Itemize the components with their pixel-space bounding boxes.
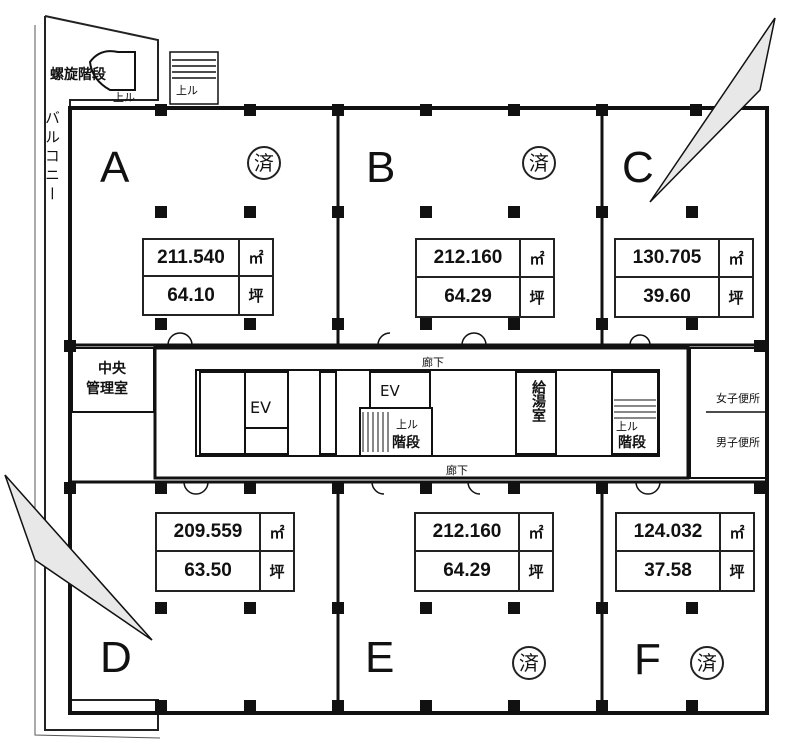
unit-c-area-tsubo: 39.60 — [616, 278, 720, 316]
unit-f-contracted-mark: 済 — [690, 646, 724, 680]
unit-e-area-tsubo: 64.29 — [416, 552, 520, 590]
door-swings — [167, 332, 661, 495]
unit-e-contracted-mark: 済 — [512, 646, 546, 680]
unit-b-m2-unit: ㎡ — [521, 240, 553, 278]
unit-d-m2-unit: ㎡ — [261, 514, 293, 552]
unit-e-m2-unit: ㎡ — [520, 514, 552, 552]
balcony-label: バルコニー — [43, 110, 61, 205]
unit-b-tsubo-unit: 坪 — [529, 288, 545, 307]
unit-e-letter: E — [365, 633, 395, 682]
building-outer-wall — [68, 106, 769, 715]
unit-c-letter: C — [622, 143, 654, 192]
unit-c-tsubo-unit: 坪 — [728, 288, 744, 307]
unit-f-letter: F — [634, 635, 661, 684]
unit-b-area-box: 212.160 ㎡ 64.29 坪 — [415, 238, 555, 318]
balcony-inner-line — [34, 25, 161, 739]
unit-f-area-tsubo: 37.58 — [617, 552, 721, 590]
unit-d-area-tsubo: 63.50 — [157, 552, 261, 590]
unit-b-contracted-mark: 済 — [522, 146, 556, 180]
unit-a-m2-unit: ㎡ — [240, 240, 272, 277]
unit-c-area-box: 130.705 ㎡ 39.60 坪 — [614, 238, 754, 318]
unit-d-letter: D — [100, 633, 132, 682]
corridor-bottom-label: 廊下 — [446, 464, 468, 477]
mens-wc-label: 男子便所 — [716, 436, 760, 449]
ev-2-label: EV — [380, 382, 400, 400]
unit-e-tsubo-unit: 坪 — [528, 562, 544, 581]
unit-d-tsubo-unit: 坪 — [269, 562, 285, 581]
unit-b-area-m2: 212.160 — [417, 240, 521, 278]
unit-e-area-m2: 212.160 — [416, 514, 520, 552]
unit-f-tsubo-unit: 坪 — [729, 562, 745, 581]
corridor-top-label: 廊下 — [422, 356, 444, 369]
unit-c-area-m2: 130.705 — [616, 240, 720, 278]
spiral-stairs-label: 螺旋階段 — [50, 67, 106, 83]
mgmt-room — [71, 347, 155, 413]
restroom-area — [689, 347, 767, 479]
stairs-1-label: 階段 — [392, 435, 420, 451]
stairs-2-treads — [614, 399, 656, 419]
ev-1-label: EV — [250, 398, 272, 417]
unit-e-area-box: 212.160 ㎡ 64.29 坪 — [414, 512, 554, 592]
stairs-1 — [359, 407, 433, 457]
mgmt-room-label-2: 管理室 — [86, 381, 128, 397]
up-label-a: 上ル — [113, 91, 135, 104]
stairs-1-treads — [362, 412, 389, 452]
unit-f-m2-unit: ㎡ — [721, 514, 753, 552]
pantry-label: 給湯室 — [530, 380, 546, 422]
ev-1-slot — [319, 371, 337, 455]
wedge-marker-left — [4, 474, 153, 641]
unit-a-tsubo-unit: 坪 — [248, 287, 264, 305]
columns — [64, 104, 766, 712]
unit-b-letter: B — [366, 143, 396, 192]
wedge-marker-top-right — [649, 17, 776, 203]
unit-c-m2-unit: ㎡ — [720, 240, 752, 278]
spiral-stairs-shape — [88, 50, 136, 91]
unit-f-area-m2: 124.032 — [617, 514, 721, 552]
unit-a-letter: A — [100, 143, 130, 192]
stairs-2 — [611, 371, 659, 455]
unit-a-area-tsubo: 64.10 — [144, 277, 240, 314]
top-stairs — [169, 51, 219, 105]
mgmt-room-label-1: 中央 — [98, 361, 126, 377]
unit-a-area-m2: 211.540 — [144, 240, 240, 277]
pantry-room — [515, 371, 557, 455]
stairs-2-label: 階段 — [618, 435, 646, 451]
unit-f-area-box: 124.032 ㎡ 37.58 坪 — [615, 512, 755, 592]
unit-a-area-box: 211.540 ㎡ 64.10 坪 — [142, 238, 274, 316]
unit-d-area-box: 209.559 ㎡ 63.50 坪 — [155, 512, 295, 592]
unit-a-contracted-mark: 済 — [247, 146, 281, 180]
unit-b-area-tsubo: 64.29 — [417, 278, 521, 316]
stairs-1-up-label: 上ル — [396, 418, 418, 431]
stairs-2-up-label: 上ル — [616, 420, 638, 433]
up-label-b: 上ル — [176, 84, 198, 97]
ev-2-shaft — [369, 371, 431, 409]
unit-d-area-m2: 209.559 — [157, 514, 261, 552]
womens-wc-label: 女子便所 — [716, 392, 760, 405]
